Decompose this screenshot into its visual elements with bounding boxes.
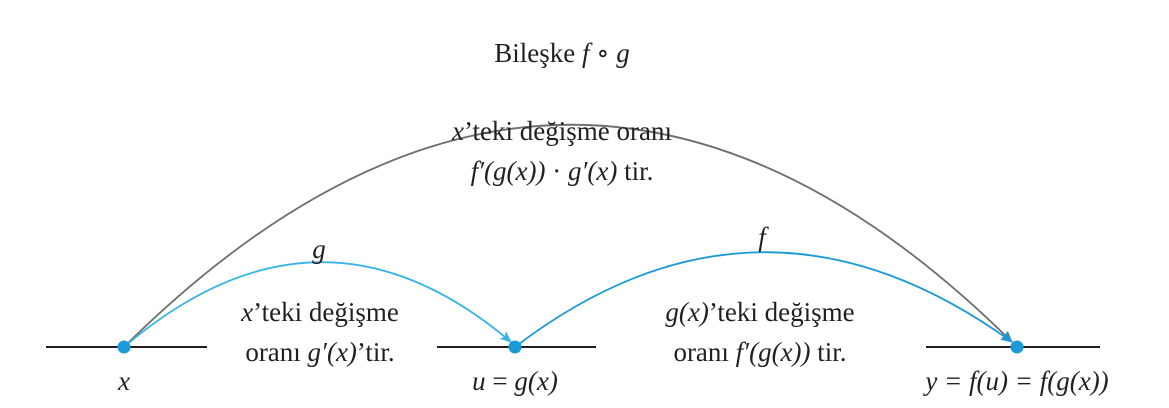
f-rate-line2: oranı f′(g(x)) tir.	[673, 337, 846, 367]
point-x-label: x	[117, 366, 130, 396]
f-rate-line1: g(x)’teki değişme	[665, 297, 854, 327]
composite-rate-line1: x’teki değişme oranı	[451, 116, 672, 146]
g-rate-line1: x’teki değişme	[240, 297, 399, 327]
point-u-label: u = g(x)	[472, 366, 558, 396]
f-label: f	[758, 222, 769, 252]
point-x	[117, 340, 131, 354]
point-y	[1010, 340, 1024, 354]
f-arrow	[514, 251, 1013, 348]
point-u	[508, 340, 522, 354]
composite-arrow	[123, 123, 1013, 348]
composite-title: Bileşke f ∘ g	[494, 38, 630, 68]
g-arrow	[123, 261, 512, 348]
g-rate-line2: oranı g′(x)’tir.	[245, 337, 394, 367]
g-label: g	[312, 234, 326, 264]
point-y-label: y = f(u) = f(g(x))	[922, 366, 1108, 396]
composite-rate-line2: f′(g(x)) · g′(x) tir.	[471, 156, 654, 186]
